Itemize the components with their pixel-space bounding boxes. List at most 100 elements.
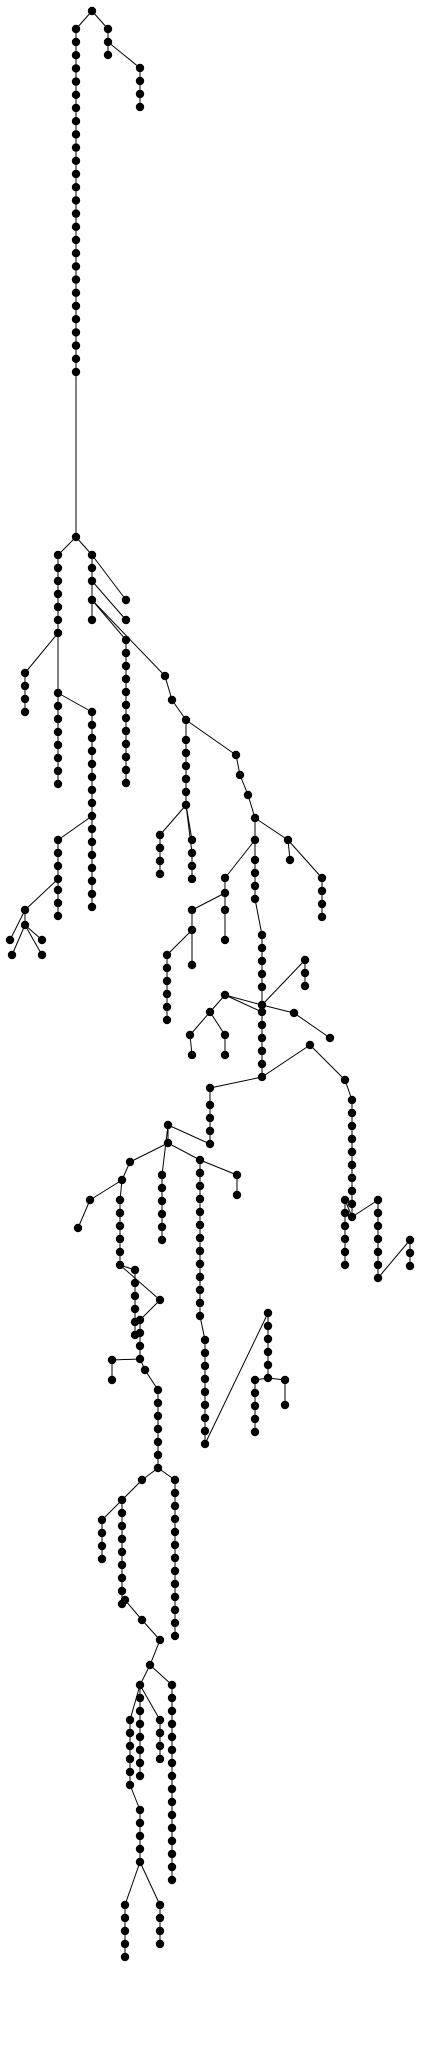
tree-node bbox=[220, 990, 230, 1000]
tree-node bbox=[167, 1771, 177, 1781]
tree-node bbox=[53, 576, 63, 586]
tree-node bbox=[155, 869, 165, 879]
tree-edge bbox=[199, 1159, 238, 1176]
tree-node bbox=[87, 550, 97, 560]
tree-node bbox=[87, 746, 97, 756]
tree-node bbox=[121, 713, 131, 723]
tree-node bbox=[347, 1121, 357, 1131]
tree-node bbox=[121, 595, 131, 605]
tree-node bbox=[373, 1234, 383, 1244]
tree-node bbox=[163, 1138, 173, 1148]
tree-node bbox=[20, 668, 30, 678]
tree-node bbox=[107, 1355, 117, 1365]
tree-edge bbox=[377, 1239, 411, 1279]
tree-node bbox=[71, 288, 81, 297]
tree-node bbox=[170, 1566, 180, 1576]
tree-node bbox=[300, 955, 310, 965]
tree-node bbox=[121, 635, 131, 645]
tree-node bbox=[263, 1360, 273, 1370]
tree-node bbox=[289, 1008, 299, 1018]
tree-edge bbox=[209, 1011, 226, 1036]
tree-node bbox=[263, 1373, 273, 1383]
tree-node bbox=[195, 1311, 205, 1321]
tree-node bbox=[53, 861, 63, 871]
tree-edge bbox=[167, 1124, 211, 1145]
tree-node bbox=[137, 1475, 147, 1485]
tree-node bbox=[145, 1660, 155, 1670]
tree-node bbox=[135, 63, 145, 73]
tree-node bbox=[20, 920, 30, 930]
tree-nodes bbox=[5, 6, 415, 1962]
tree-node bbox=[135, 1732, 145, 1742]
tree-node bbox=[53, 688, 63, 698]
tree-node bbox=[153, 1385, 163, 1395]
tree-node bbox=[155, 1754, 165, 1764]
tree-edge bbox=[91, 580, 127, 621]
tree-node bbox=[257, 1072, 267, 1082]
tree-node bbox=[195, 1194, 205, 1204]
tree-node bbox=[121, 752, 131, 762]
tree-edge bbox=[293, 1012, 331, 1039]
tree-node bbox=[53, 550, 63, 560]
tree-node bbox=[7, 950, 17, 960]
tree-node bbox=[195, 1298, 205, 1308]
tree-node bbox=[135, 1693, 145, 1703]
tree-node bbox=[162, 1002, 172, 1012]
tree-node bbox=[121, 778, 131, 788]
tree-node bbox=[405, 1248, 415, 1258]
tree-node bbox=[97, 1515, 107, 1525]
tree-node bbox=[121, 661, 131, 671]
tree-node bbox=[117, 1586, 127, 1596]
tree-node bbox=[71, 143, 81, 152]
tree-edge bbox=[149, 1639, 161, 1666]
tree-node bbox=[160, 671, 170, 681]
tree-node bbox=[257, 969, 267, 979]
tree-node bbox=[121, 726, 131, 736]
tree-node bbox=[125, 1728, 135, 1738]
tree-node bbox=[125, 1741, 135, 1751]
tree-node bbox=[250, 1388, 260, 1398]
tree-node bbox=[71, 354, 81, 363]
tree-node bbox=[340, 1075, 350, 1085]
tree-node bbox=[263, 1321, 273, 1331]
tree-node bbox=[170, 1618, 180, 1628]
tree-node bbox=[170, 1605, 180, 1615]
tree-node bbox=[103, 37, 113, 47]
tree-node bbox=[195, 1259, 205, 1269]
tree-node bbox=[117, 1573, 127, 1583]
tree-node bbox=[167, 1875, 177, 1885]
tree-node bbox=[220, 888, 230, 898]
tree-node bbox=[87, 837, 97, 847]
tree-node bbox=[157, 1235, 167, 1245]
tree-edge bbox=[24, 924, 43, 956]
tree-node bbox=[347, 1173, 357, 1183]
tree-node bbox=[187, 835, 197, 845]
tree-node bbox=[87, 824, 97, 834]
tree-node bbox=[167, 1849, 177, 1859]
tree-node bbox=[181, 787, 191, 797]
tree-node bbox=[347, 1160, 357, 1170]
tree-edge bbox=[166, 929, 193, 956]
tree-node bbox=[170, 1527, 180, 1537]
tree-node bbox=[71, 222, 81, 231]
tree-node bbox=[155, 1939, 165, 1949]
tree-node bbox=[162, 976, 172, 986]
tree-node bbox=[232, 1190, 242, 1200]
tree-node bbox=[167, 1784, 177, 1794]
tree-node bbox=[71, 130, 81, 139]
tree-node bbox=[87, 863, 97, 873]
tree-node bbox=[85, 1195, 95, 1205]
tree-node bbox=[53, 885, 63, 895]
tree-node bbox=[120, 1952, 130, 1962]
tree-node bbox=[153, 1411, 163, 1421]
tree-node bbox=[250, 813, 260, 823]
tree-node bbox=[87, 733, 97, 743]
tree-node bbox=[220, 1030, 230, 1040]
tree-node bbox=[187, 1050, 197, 1060]
tree-node bbox=[340, 1221, 350, 1231]
tree-node bbox=[155, 1728, 165, 1738]
tree-node bbox=[97, 1541, 107, 1551]
tree-node bbox=[250, 894, 260, 904]
tree-node bbox=[205, 1100, 215, 1110]
tree-node bbox=[220, 873, 230, 883]
